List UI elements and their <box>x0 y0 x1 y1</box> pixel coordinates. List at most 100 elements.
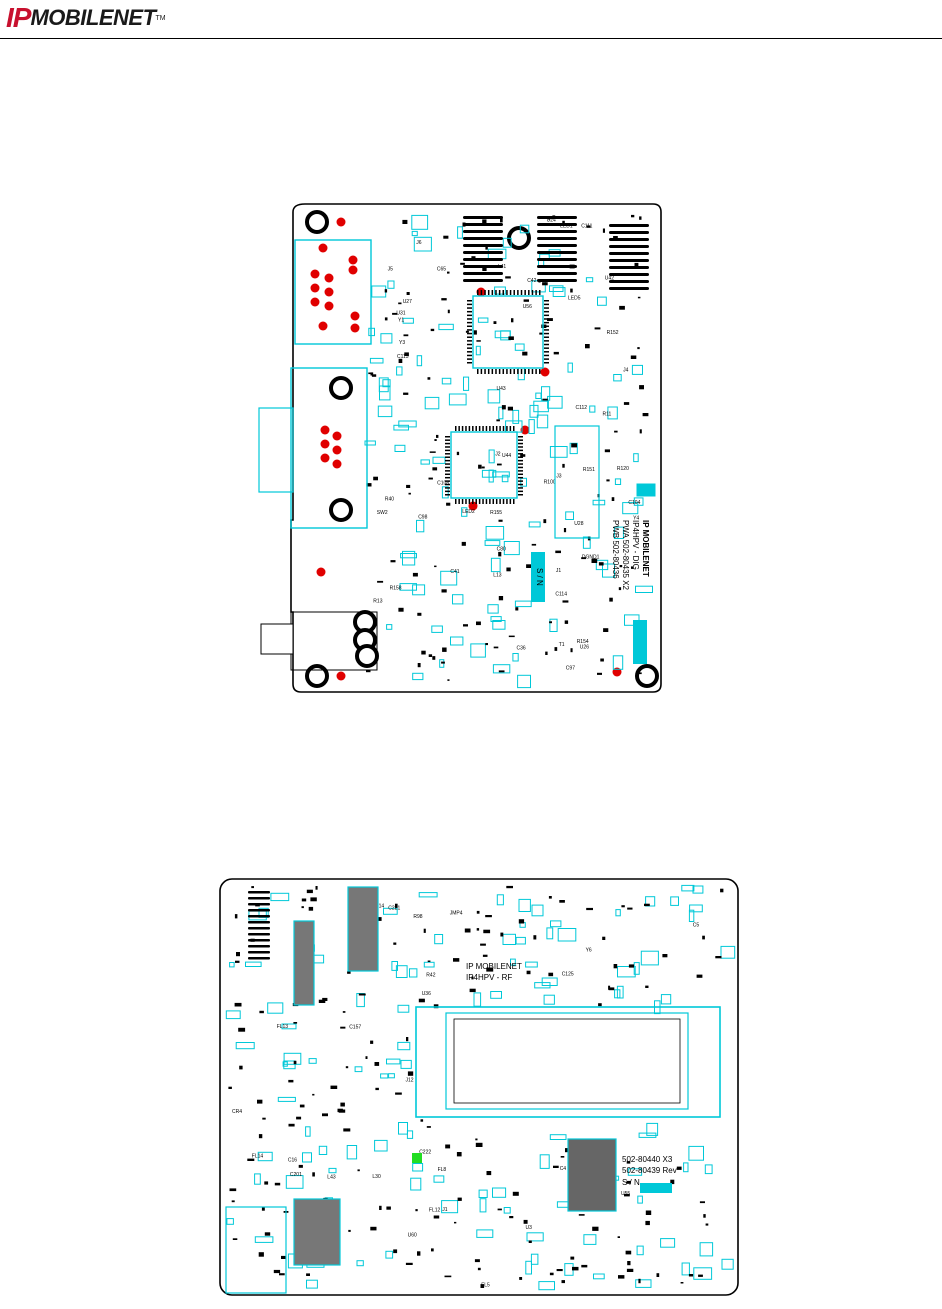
smd-pad <box>308 906 314 911</box>
ref-designator: JMP4 <box>450 911 463 917</box>
smd-pad <box>373 476 378 481</box>
smd-component <box>536 414 549 429</box>
smd-pad <box>623 402 630 405</box>
ref-designator: C125 <box>562 971 574 977</box>
smd-pad <box>591 558 598 563</box>
smd-component <box>412 584 426 596</box>
logo-text: MOBILENET <box>30 5 156 30</box>
header-pin <box>537 272 577 275</box>
red-pad <box>310 269 320 279</box>
smd-component <box>622 502 639 515</box>
smd-pad <box>482 267 487 271</box>
smd-pad <box>447 679 450 681</box>
smd-component <box>394 444 406 453</box>
smd-pad <box>412 572 418 577</box>
smd-pad <box>473 330 477 335</box>
smd-pad <box>609 597 613 602</box>
ic-pin <box>445 439 450 441</box>
smd-pad <box>570 1256 575 1260</box>
smd-pad <box>586 225 591 228</box>
ic-pin <box>467 347 472 349</box>
smd-pad <box>430 328 435 332</box>
smd-component <box>614 478 622 485</box>
smd-pad <box>554 647 558 651</box>
smd-component <box>567 362 573 373</box>
smd-pad <box>456 451 460 456</box>
smd-pad <box>493 646 499 649</box>
smd-component <box>502 933 516 945</box>
smd-component <box>448 393 467 406</box>
ref-designator: R40 <box>385 497 394 503</box>
smd-component <box>552 287 566 297</box>
ref-designator: R151 <box>583 467 595 473</box>
ic-pin <box>489 426 491 431</box>
pad-sn-rf <box>640 1183 672 1193</box>
smd-pad <box>481 466 485 469</box>
ic-pin <box>518 449 523 452</box>
ic-pin <box>518 494 523 496</box>
smd-component <box>510 958 516 966</box>
smd-component <box>614 989 621 999</box>
smd-component <box>380 1073 389 1079</box>
smd-component <box>306 1279 318 1289</box>
ic-pin <box>518 476 523 479</box>
smd-pad <box>375 1087 379 1091</box>
ref-designator: C114 <box>555 592 567 598</box>
smd-pad <box>617 1236 620 1238</box>
smd-component <box>225 1010 241 1020</box>
smd-pad <box>403 392 409 395</box>
smd-component <box>354 1066 363 1073</box>
smd-pad <box>703 1214 706 1218</box>
smd-component <box>585 277 594 283</box>
smd-pad <box>507 406 513 411</box>
smd-pad <box>429 451 436 453</box>
ic-pin <box>445 456 450 458</box>
smd-component <box>538 1281 555 1291</box>
ic-pin <box>465 499 467 504</box>
smd-component <box>699 1242 714 1257</box>
smd-component <box>492 471 510 478</box>
ic-pin <box>518 483 523 486</box>
digital-board-layout: J4J3J1J2J5J6U42U31U28U44U27U26U24U43U56T… <box>258 203 662 693</box>
smd-component <box>433 1175 445 1183</box>
ic-pin <box>544 332 549 335</box>
ref-designator: U60 <box>408 1233 417 1239</box>
smd-pad <box>553 1165 559 1168</box>
smd-component <box>613 526 624 540</box>
smd-pad <box>475 1142 483 1147</box>
smd-pad <box>543 519 547 524</box>
ref-designator: C42 <box>527 278 536 284</box>
ref-designator: C80 <box>497 547 506 553</box>
smd-component <box>492 664 511 674</box>
smd-pad <box>460 262 465 265</box>
smd-component <box>308 1058 317 1064</box>
smd-pad <box>393 1249 398 1254</box>
component-big-left <box>225 1206 287 1294</box>
smd-pad <box>306 889 313 894</box>
header-pin <box>463 251 503 254</box>
smd-pad <box>471 256 476 259</box>
ic-pin <box>445 466 450 469</box>
ref-designator: C36 <box>517 646 526 652</box>
smd-pad <box>365 1056 368 1059</box>
smd-pad <box>258 1134 263 1139</box>
smd-pad <box>366 670 371 673</box>
smd-pad <box>698 1274 703 1277</box>
ref-designator: U27 <box>403 299 412 305</box>
smd-pad <box>432 656 436 660</box>
smd-pad <box>436 434 439 438</box>
smd-component <box>245 961 262 967</box>
mounting-hole <box>305 664 329 688</box>
smd-pad <box>376 917 382 921</box>
smd-component <box>402 550 416 566</box>
smd-component <box>541 386 551 401</box>
ref-designator: C221 <box>388 906 400 912</box>
smd-component <box>607 406 618 420</box>
smd-pad <box>549 621 552 624</box>
smd-pad <box>417 1251 421 1256</box>
ic-u42 <box>472 295 544 369</box>
smd-component <box>627 1168 643 1176</box>
header-pin <box>537 230 577 233</box>
header-pin <box>248 945 270 948</box>
ref-designator: LED1 <box>560 224 573 230</box>
